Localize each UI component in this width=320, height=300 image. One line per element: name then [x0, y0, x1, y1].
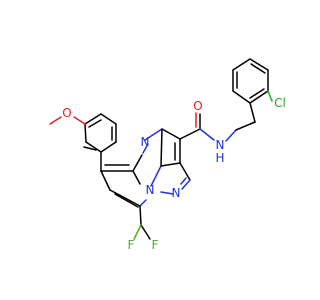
bond [249, 90, 269, 104]
bond [267, 90, 273, 102]
atom-label-o-carbonyl: O [193, 99, 202, 113]
atom-label-o-methoxy: O [62, 106, 71, 120]
atom-label-n-pyrimidine: N [141, 135, 150, 149]
bond [73, 116, 86, 125]
atom-label-f-right: F [152, 238, 159, 252]
bond [139, 199, 147, 207]
bond [49, 116, 62, 125]
bond [181, 179, 191, 190]
bond [232, 58, 251, 71]
atom-labels: O N H Cl N N N O F F [62, 96, 286, 252]
bond [250, 63, 266, 74]
bond [179, 128, 201, 140]
bond [109, 189, 141, 207]
atom-label-f-left: F [128, 238, 135, 252]
atom-label-n-bridge: N [146, 183, 155, 197]
bond [249, 58, 269, 71]
bond [100, 113, 117, 125]
bond [88, 119, 102, 128]
bond-lines [49, 58, 273, 240]
molecule-structure: O N H Cl N N N O F F [49, 58, 286, 252]
bond [140, 224, 151, 240]
bond [114, 193, 139, 208]
bond [249, 102, 256, 123]
bond [85, 141, 102, 153]
atom-label-cl: Cl [274, 96, 286, 110]
bond [100, 170, 111, 191]
bond [142, 143, 149, 154]
bond [225, 129, 237, 142]
bond [199, 128, 215, 141]
bond [235, 121, 256, 131]
bond [180, 177, 187, 185]
bond [139, 205, 142, 226]
bond [100, 141, 117, 153]
bond [161, 128, 181, 140]
bond [160, 191, 174, 195]
bond [132, 154, 143, 172]
bond [179, 162, 191, 181]
atom-label-h-amide: H [215, 151, 224, 165]
atom-label-n-pyrazole: N [172, 186, 181, 200]
bond [84, 123, 87, 143]
bond [160, 128, 163, 167]
bond [84, 113, 102, 125]
bond [133, 224, 142, 240]
bond [144, 128, 163, 141]
bond [232, 90, 251, 104]
bond [249, 88, 265, 99]
bond [83, 146, 97, 151]
bond [150, 165, 162, 187]
bond [132, 170, 141, 185]
atom-label-n-amide: N [216, 138, 225, 152]
bond [160, 162, 181, 167]
